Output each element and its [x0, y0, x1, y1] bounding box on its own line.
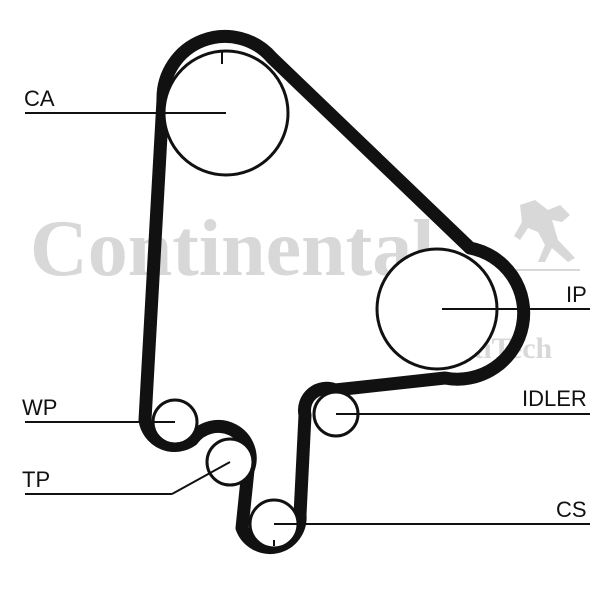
label-ca: CA — [24, 86, 55, 111]
prancing-horse-icon — [514, 200, 575, 262]
watermark-brand: Continental — [30, 205, 435, 293]
continental-watermark: Continental ContiTech — [30, 200, 580, 365]
timing-belt — [138, 29, 531, 554]
label-tp: TP — [22, 467, 50, 492]
label-wp: WP — [22, 395, 57, 420]
label-idler: IDLER — [522, 386, 587, 411]
leader-lines — [25, 112, 590, 525]
label-ip: IP — [566, 282, 587, 307]
label-cs: CS — [556, 497, 587, 522]
